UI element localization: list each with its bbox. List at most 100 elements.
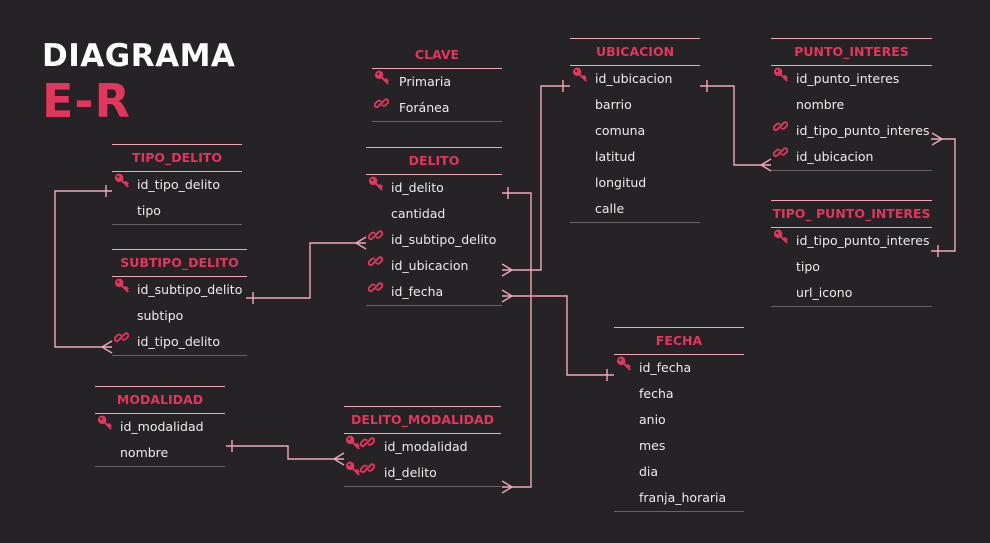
divider xyxy=(366,147,502,148)
link-icon xyxy=(367,278,384,304)
divider xyxy=(366,305,502,306)
divider xyxy=(344,486,501,487)
key-icon xyxy=(374,70,389,85)
divider xyxy=(771,200,932,201)
field-label: anio xyxy=(639,412,666,427)
rel-many-mark xyxy=(501,263,514,277)
entity-field: id_fecha xyxy=(614,355,744,381)
divider xyxy=(771,38,932,39)
entity-field: latitud xyxy=(570,144,700,170)
rel-many-mark xyxy=(501,480,514,494)
entity-name: TIPO_ PUNTO_INTERES xyxy=(772,206,931,221)
entity-name: DELITO xyxy=(408,153,460,168)
key-icon xyxy=(773,229,788,244)
key-icon xyxy=(97,413,112,439)
divider xyxy=(372,121,502,122)
link-icon xyxy=(772,117,789,143)
entity-name: SUBTIPO_DELITO xyxy=(120,255,239,270)
entity-field: id_modalidad xyxy=(95,414,225,440)
link-icon xyxy=(367,226,384,252)
link-icon xyxy=(772,147,789,157)
key-icon xyxy=(616,354,631,380)
link-icon xyxy=(367,282,384,292)
rel-fecha-delito xyxy=(502,295,614,376)
key-icon xyxy=(114,276,129,302)
divider xyxy=(112,249,247,250)
entity-field: id_fecha xyxy=(366,279,502,305)
entity-field: id_subtipo_delito xyxy=(112,277,247,303)
rel-many-mark xyxy=(354,236,367,250)
entity-field: franja_horaria xyxy=(614,485,744,511)
key-link-icon xyxy=(345,433,376,459)
key-link-icon xyxy=(345,459,376,485)
legend-item-label: Foránea xyxy=(399,100,450,115)
divider xyxy=(614,327,744,328)
key-icon xyxy=(114,173,129,188)
field-label: id_ubicacion xyxy=(595,71,673,86)
entity-field: comuna xyxy=(570,118,700,144)
field-label: franja_horaria xyxy=(639,490,727,505)
field-label: id_ubicacion xyxy=(796,149,874,164)
divider xyxy=(95,413,225,414)
link-icon xyxy=(367,252,384,278)
divider xyxy=(570,38,700,39)
divider xyxy=(112,355,247,356)
divider xyxy=(112,171,242,172)
field-label: url_icono xyxy=(796,285,853,300)
divider xyxy=(112,224,242,225)
entity-field: tipo xyxy=(771,254,932,280)
key-icon xyxy=(572,67,587,82)
field-label: id_tipo_punto_interes xyxy=(796,233,930,248)
legend-item: Foránea xyxy=(372,95,502,121)
divider xyxy=(771,170,932,171)
divider xyxy=(344,433,501,434)
key-icon xyxy=(114,171,129,197)
divider xyxy=(570,222,700,223)
rel-many-mark xyxy=(100,340,113,354)
field-label: id_tipo_punto_interes xyxy=(796,123,930,138)
entity-field: id_tipo_punto_interes xyxy=(771,118,932,144)
entity-name: DELITO_MODALIDAD xyxy=(350,412,495,427)
entity-field: id_ubicacion xyxy=(366,253,502,279)
field-label: id_modalidad xyxy=(384,439,468,454)
divider xyxy=(570,65,700,66)
key-icon xyxy=(773,227,788,253)
link-icon xyxy=(772,121,789,131)
entity-field: dia xyxy=(614,459,744,485)
rel-delito-dm xyxy=(502,192,532,488)
key-icon xyxy=(773,67,788,82)
divider xyxy=(771,227,932,228)
legend-item-label: Primaria xyxy=(399,74,452,89)
field-label: id_tipo_delito xyxy=(137,334,220,349)
entity-field: id_tipo_delito xyxy=(112,172,242,198)
field-label: id_punto_interes xyxy=(796,71,900,86)
entity-field: url_icono xyxy=(771,280,932,306)
entity-field: nombre xyxy=(771,92,932,118)
field-label: id_modalidad xyxy=(120,419,204,434)
entity-field: barrio xyxy=(570,92,700,118)
rel-ubicacion-delito xyxy=(502,85,570,271)
legend-title: CLAVE xyxy=(414,47,460,62)
link-icon xyxy=(359,437,376,447)
field-label: id_delito xyxy=(391,180,444,195)
key-icon xyxy=(368,174,383,200)
divider xyxy=(614,511,744,512)
key-icon xyxy=(374,68,389,94)
link-icon xyxy=(113,332,130,342)
rel-subtipo-delito xyxy=(246,242,366,299)
divider xyxy=(344,406,501,407)
link-icon xyxy=(359,463,376,473)
diagram-subtitle: E-R xyxy=(42,74,131,128)
entity-field: id_punto_interes xyxy=(771,66,932,92)
entity-name: TIPO_DELITO xyxy=(132,150,222,165)
entity-field: tipo xyxy=(112,198,242,224)
rel-modalidad-dm xyxy=(226,445,344,460)
key-icon xyxy=(572,65,587,91)
entity-field: id_modalidad xyxy=(344,434,501,460)
entity-field: id_ubicacion xyxy=(771,144,932,170)
